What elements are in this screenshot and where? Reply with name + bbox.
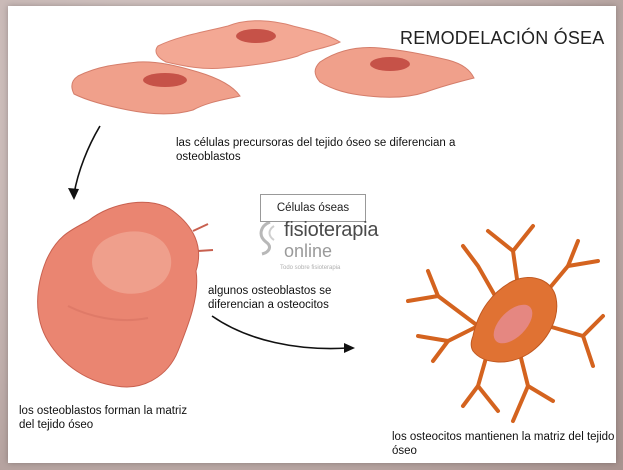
diagram-card: REMODELACIÓN ÓSEA las células precursora…	[8, 6, 616, 463]
osteoblast	[38, 202, 213, 387]
osteoblast-nucleus	[92, 231, 171, 293]
caption-osteoblasts-form: los osteoblastos forman la matriz del te…	[19, 404, 199, 432]
nucleus-3	[370, 57, 410, 71]
precursor-cell-3	[315, 48, 474, 98]
watermark-tagline: Todo sobre fisioterapia	[280, 265, 340, 271]
caption-osteocytes-maintain: los osteocitos mantienen la matriz del t…	[392, 430, 623, 458]
watermark-sub: online	[284, 241, 332, 262]
nucleus-2	[143, 73, 187, 87]
caption-osteoblasts-to-osteocytes: algunos osteoblastos se diferencian a os…	[208, 284, 368, 312]
nucleus-1	[236, 29, 276, 43]
precursor-cell-1	[156, 21, 340, 69]
arrow-down-icon	[68, 126, 100, 200]
arrow-right-icon	[212, 316, 355, 353]
fisioterapia-logo-icon	[261, 222, 274, 254]
precursor-cell-2	[72, 62, 240, 114]
watermark-brand: fisioterapia	[284, 219, 378, 242]
osteoblast-cell	[38, 202, 199, 387]
label-box-celulas-oseas: Células óseas	[260, 194, 366, 222]
caption-precursors: las células precursoras del tejido óseo …	[176, 136, 476, 164]
diagram-title: REMODELACIÓN ÓSEA	[400, 28, 604, 49]
